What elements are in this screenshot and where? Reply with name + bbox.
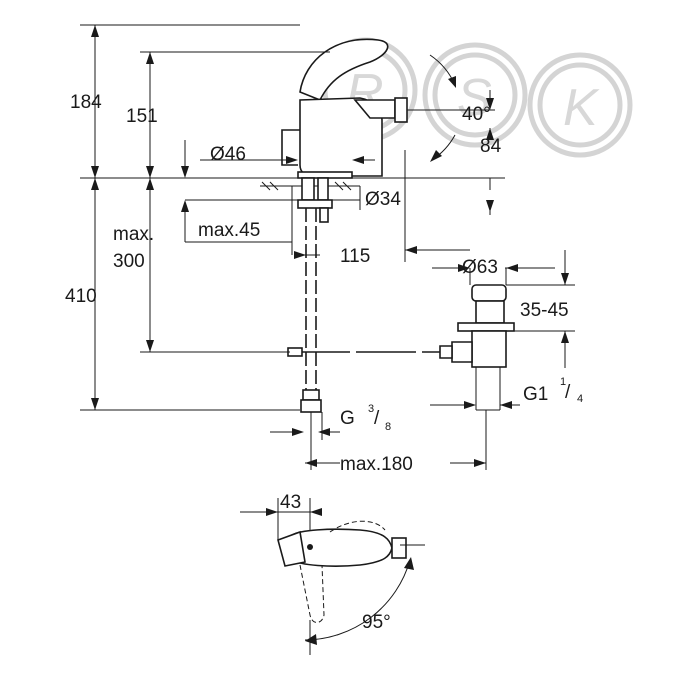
dim-hose-thread-den: 8 [385,421,391,433]
left-dimensions [80,24,330,411]
svg-text:/: / [565,382,571,403]
dim-drain-diameter: Ø63 [462,257,498,278]
dim-drain-range: 35-45 [520,300,569,321]
dim-total-height: 184 [70,92,102,113]
faucet-side-view [281,38,408,223]
spout-dimensions [407,54,495,162]
dim-hole-diameter: Ø34 [365,189,401,210]
dim-max-reach: max.180 [340,454,413,475]
dim-drain-thread: G1 [523,384,548,405]
supply-hose [300,208,322,413]
dim-max-counter-value: 300 [113,251,145,272]
dim-drain-thread-den: 4 [577,393,583,405]
dim-base-diameter: Ø46 [210,144,246,165]
dim-max-thickness: max.45 [198,220,260,241]
dim-spout-reach: 84 [480,136,502,157]
dim-spout-angle: 40° [462,104,491,125]
watermark-letter-k: K [563,79,600,137]
drain-assembly [287,284,515,411]
dim-spout-height: 151 [126,106,158,127]
faucet-top-view [240,498,425,655]
bottom-dimensions [270,401,520,470]
dim-lever-offset: 43 [280,492,301,513]
dim-lever-angle: 95° [362,612,391,633]
dim-hose-thread-num: 3 [368,403,374,415]
dim-spout-to-drain: 115 [340,246,370,267]
thickness-dimensions [181,140,375,259]
dim-overall-height: 410 [65,286,97,307]
dim-drain-thread-num: 1 [560,376,566,388]
dim-max-counter-label: max. [113,224,154,245]
svg-text:/: / [374,408,380,429]
drain-dimensions [330,150,575,368]
dim-hose-thread: G [340,408,355,429]
